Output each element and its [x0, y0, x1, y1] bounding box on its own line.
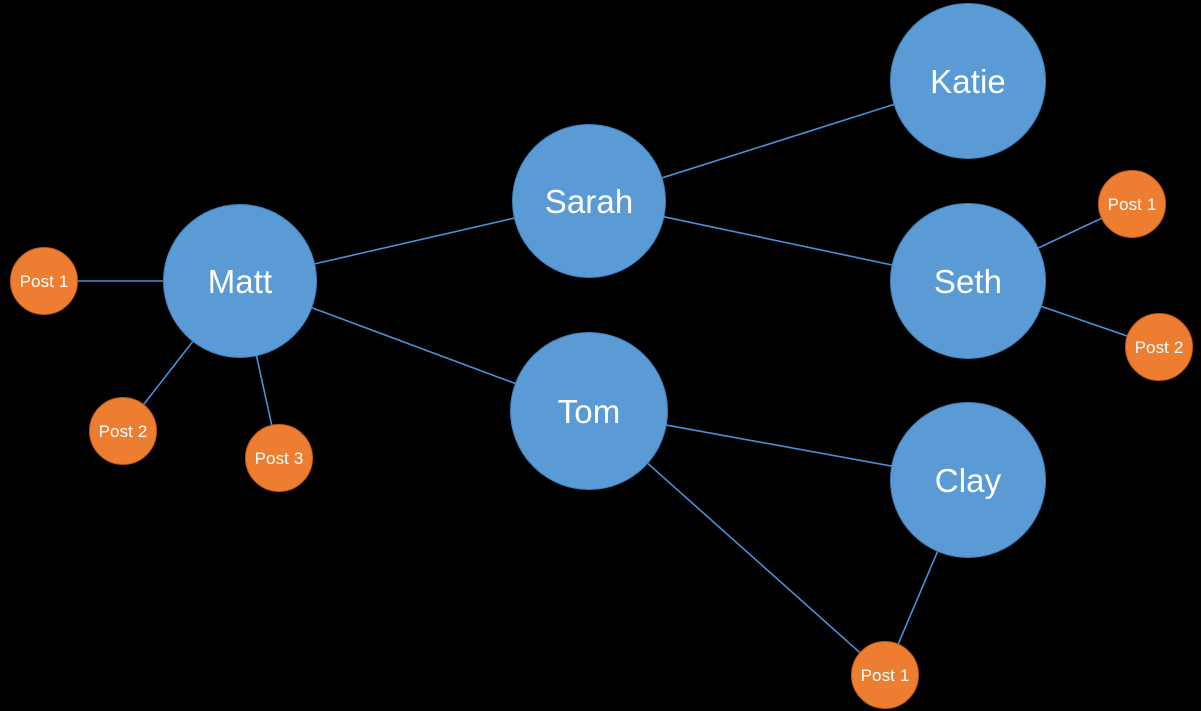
post-node-matt_post3[interactable]: Post 3	[245, 424, 313, 492]
edge-matt-to-matt_post2	[142, 340, 194, 406]
edge-matt-to-sarah	[313, 217, 516, 265]
edge-tom-to-shared_post1	[646, 462, 861, 654]
person-node-clay[interactable]: Clay	[890, 402, 1046, 558]
node-label: Seth	[933, 262, 1003, 300]
edge-seth-to-seth_post1	[1037, 217, 1103, 249]
person-node-tom[interactable]: Tom	[510, 332, 668, 490]
edge-sarah-to-katie	[661, 103, 895, 179]
edge-tom-to-clay	[665, 424, 893, 467]
node-label: Post 2	[98, 421, 148, 441]
person-node-katie[interactable]: Katie	[890, 3, 1046, 159]
post-node-matt_post2[interactable]: Post 2	[89, 397, 157, 465]
node-label: Post 2	[1134, 337, 1184, 357]
person-node-sarah[interactable]: Sarah	[512, 124, 666, 278]
edge-seth-to-seth_post2	[1040, 305, 1129, 337]
node-label: Matt	[207, 262, 273, 300]
node-label: Katie	[930, 62, 1006, 100]
post-node-shared_post1[interactable]: Post 1	[851, 641, 919, 709]
post-node-matt_post1[interactable]: Post 1	[10, 247, 78, 315]
node-label: Post 1	[1107, 194, 1157, 214]
node-label: Clay	[934, 461, 1002, 499]
edge-matt-to-tom	[310, 306, 517, 385]
person-node-seth[interactable]: Seth	[890, 203, 1046, 359]
node-label: Post 1	[19, 271, 69, 291]
node-label: Tom	[557, 392, 621, 430]
post-node-seth_post1[interactable]: Post 1	[1098, 170, 1166, 238]
edge-sarah-to-seth	[663, 215, 893, 266]
edge-clay-to-shared_post1	[897, 550, 939, 645]
edge-matt-to-matt_post3	[255, 355, 273, 426]
node-label: Post 3	[254, 448, 304, 468]
person-node-matt[interactable]: Matt	[163, 204, 317, 358]
post-node-seth_post2[interactable]: Post 2	[1125, 313, 1193, 381]
node-label: Post 1	[860, 665, 910, 685]
node-label: Sarah	[544, 182, 634, 220]
